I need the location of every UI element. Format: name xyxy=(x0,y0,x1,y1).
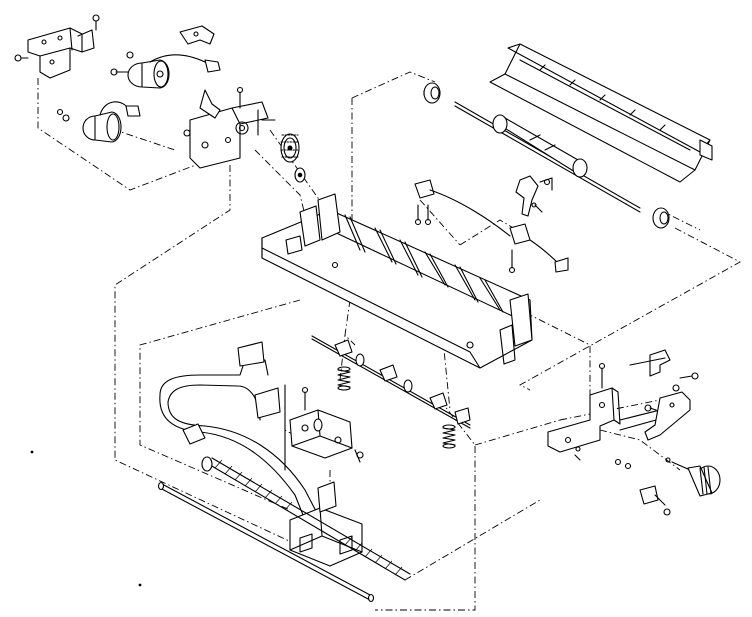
idler-gear xyxy=(294,167,306,183)
main-chassis-frame xyxy=(261,193,533,369)
mounting-bracket xyxy=(14,14,100,79)
drive-gear xyxy=(280,133,300,163)
pinch-roller-shaft xyxy=(311,335,471,429)
retaining-clip xyxy=(639,485,671,516)
motor-frame-plate xyxy=(183,86,276,169)
small-bracket-top xyxy=(179,25,215,45)
stepper-motor xyxy=(110,51,221,89)
paper-guide-rail xyxy=(489,43,713,183)
carriage-guide-rod xyxy=(157,481,375,603)
carriage-lead-screw xyxy=(201,456,411,581)
carriage-head-block xyxy=(289,386,364,463)
bracket-right-upper xyxy=(629,349,699,392)
stray-dot xyxy=(30,450,34,454)
roller-bushing-left xyxy=(423,82,441,104)
platen-roller-shaft xyxy=(454,101,641,213)
bracket-right-lower xyxy=(644,391,691,441)
roller-bushing-right xyxy=(652,207,670,229)
platen-knob xyxy=(665,457,721,497)
release-lever xyxy=(515,175,553,217)
print-carriage xyxy=(289,481,363,567)
paper-sensor xyxy=(414,179,569,274)
carriage-motor xyxy=(56,101,141,143)
flat-ribbon-cable xyxy=(159,341,319,521)
stray-dot xyxy=(138,583,142,587)
compression-springs xyxy=(337,366,456,449)
